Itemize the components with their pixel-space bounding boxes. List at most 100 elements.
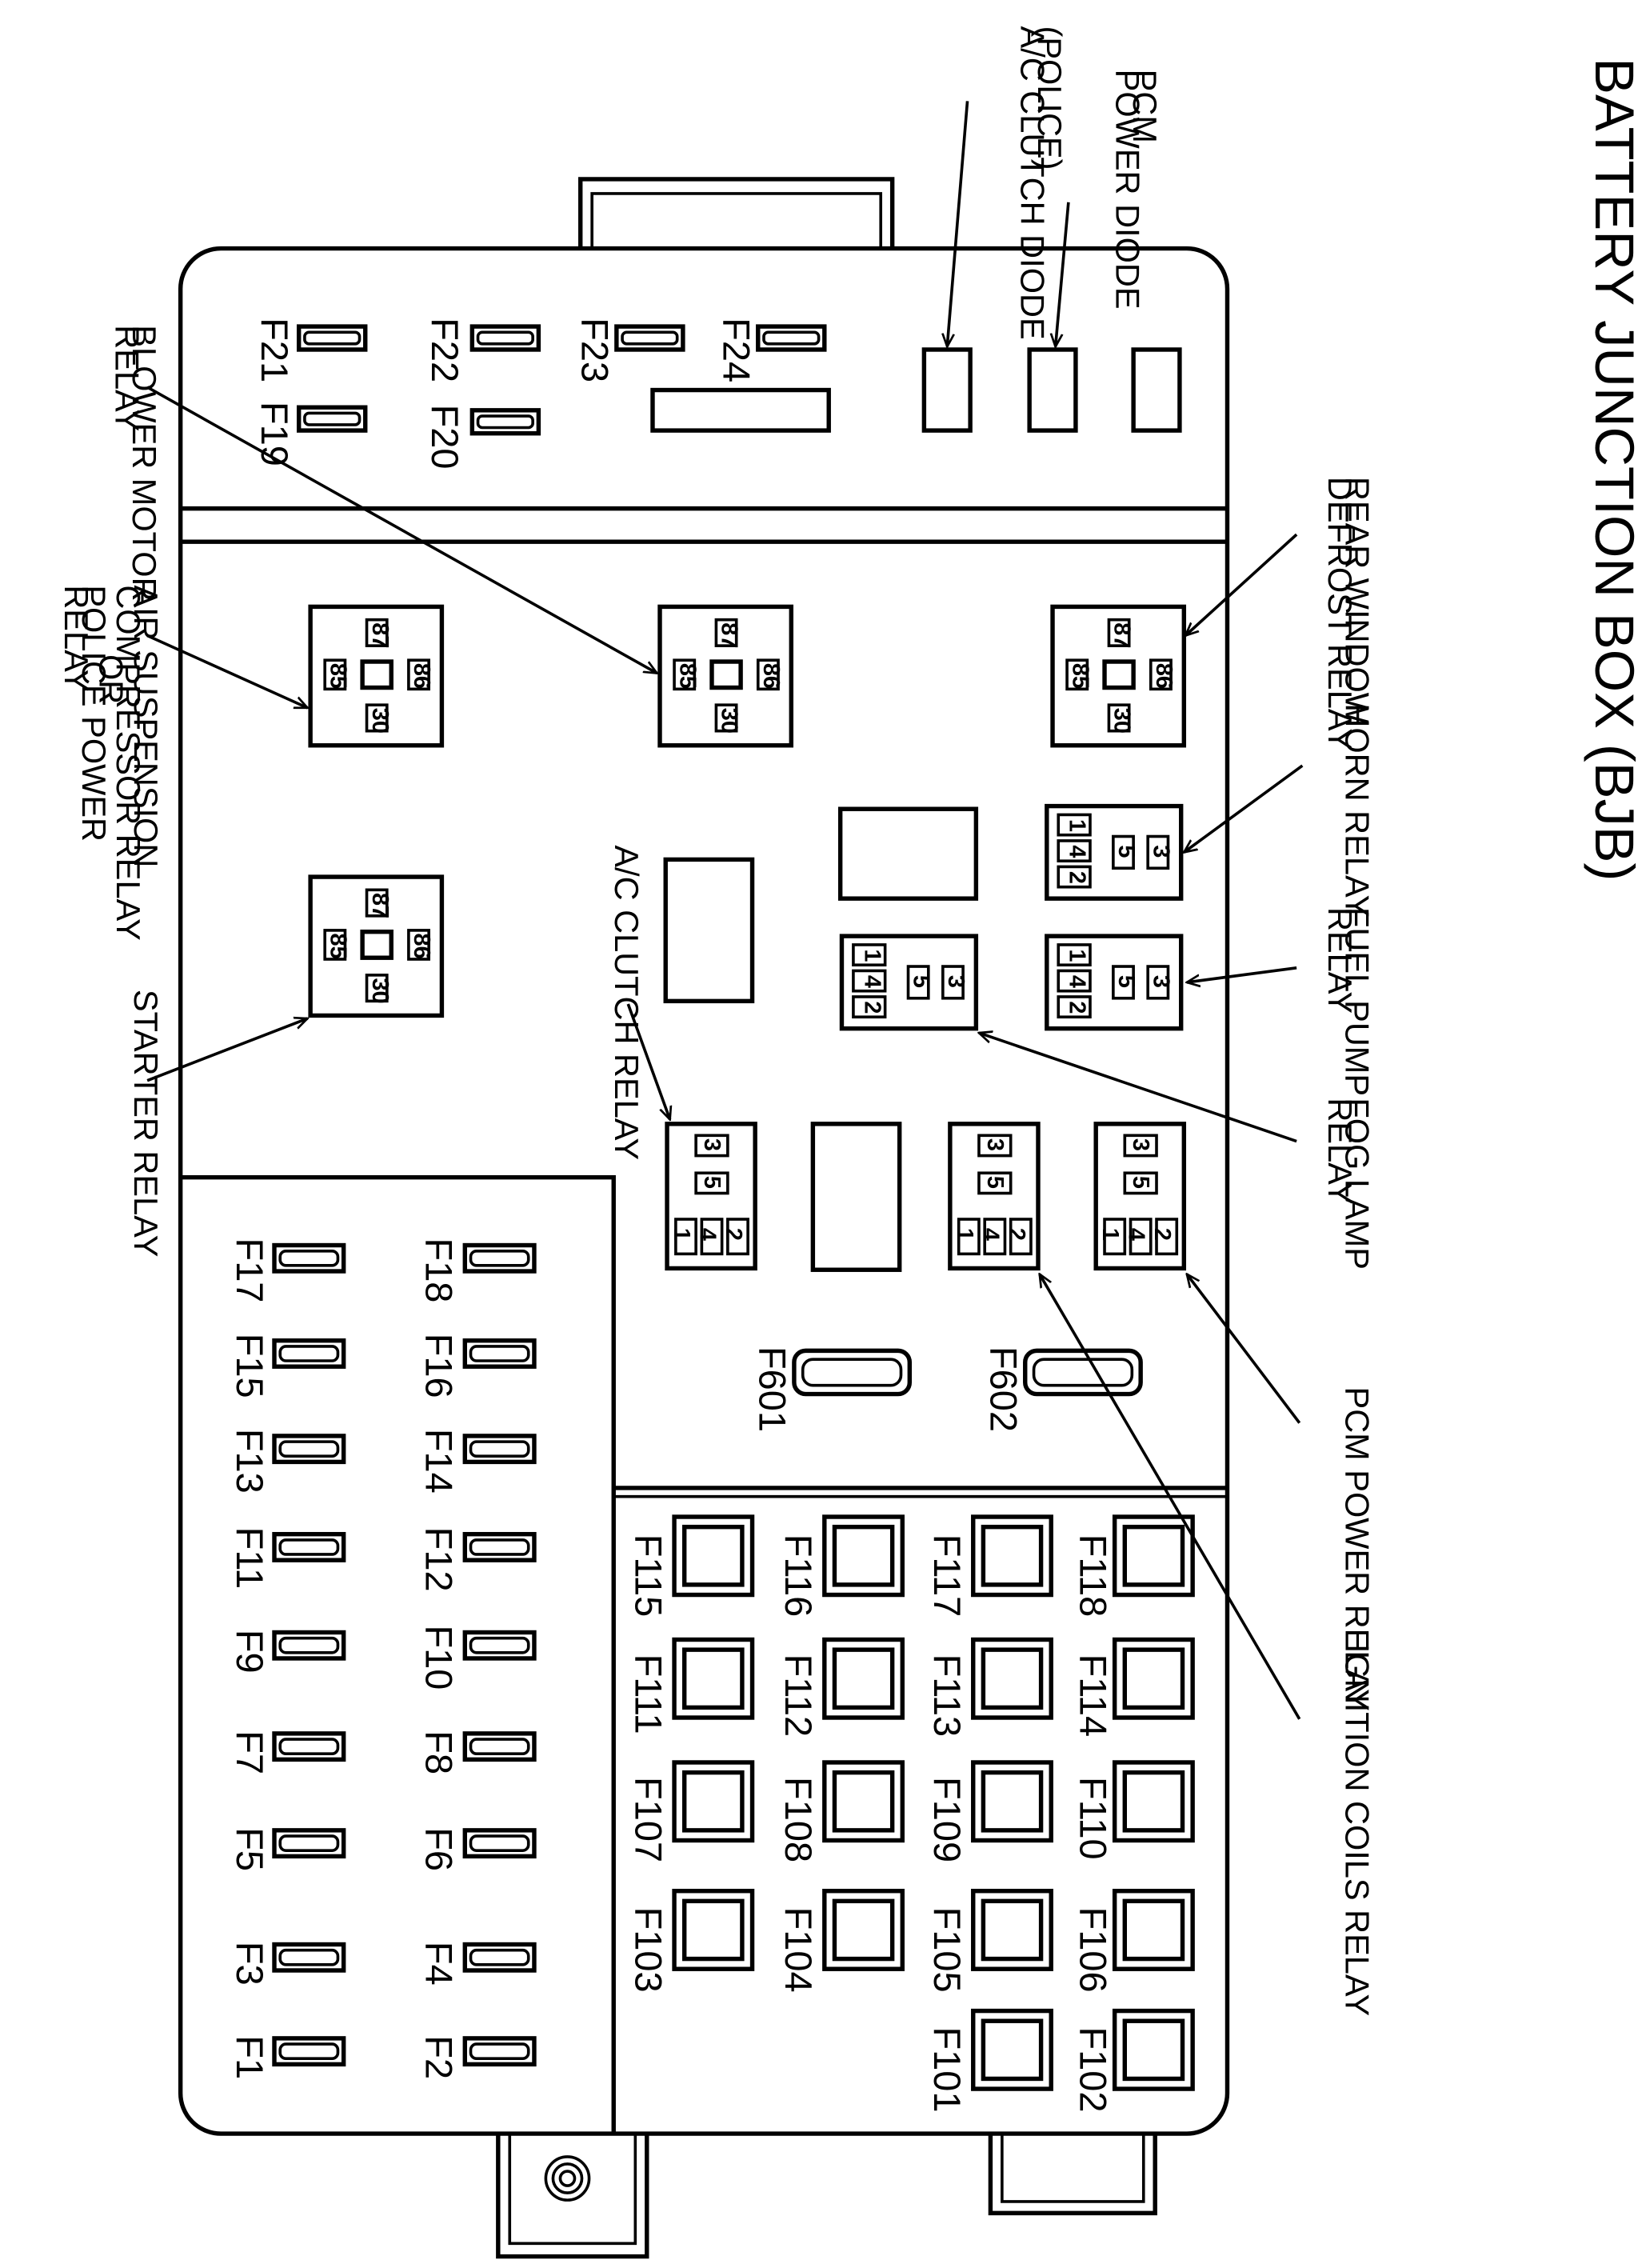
pin-4: 4 <box>1124 1228 1149 1241</box>
callout-line: DEFROST RELAY <box>1321 477 1359 750</box>
fuse-label-f106: F106 <box>1072 1907 1113 1993</box>
leader-starter <box>146 1018 307 1082</box>
fuse-label-f110: F110 <box>1072 1777 1113 1860</box>
fuse-label-f8: F8 <box>418 1730 460 1774</box>
leader-ac-clutch-relay <box>626 1003 669 1119</box>
leader-fog-lamp <box>979 1033 1297 1143</box>
fuse-label-f23: F23 <box>574 318 616 382</box>
pin-3: 3 <box>1128 1138 1153 1151</box>
pin-3: 3 <box>1148 975 1173 988</box>
fuse-label-f24: F24 <box>715 318 757 382</box>
pin-30: 30 <box>717 708 742 734</box>
pin-4: 4 <box>977 1228 1003 1241</box>
callout-rear-window-defrost: REAR WINDOW DEFROST RELAY <box>1321 477 1376 750</box>
fuse-label-f102: F102 <box>1072 2026 1113 2112</box>
pin-87: 87 <box>367 893 393 918</box>
iso-relay-starter <box>308 874 445 1018</box>
callout-fog-lamp-relay: FOG LAMP RELAY <box>1321 1098 1376 1270</box>
iso-relay-air-suspension <box>308 604 445 748</box>
leader-pcm-power-diode <box>1056 202 1070 347</box>
pin-1: 1 <box>1065 949 1090 962</box>
fuse-label-f21: F21 <box>254 318 295 382</box>
fuse-label-f108: F108 <box>777 1777 819 1862</box>
fuse-label-f15: F15 <box>229 1334 270 1398</box>
pin-87: 87 <box>1109 622 1135 648</box>
fuse-label-f115: F115 <box>627 1534 669 1618</box>
fuse-label-f10: F10 <box>418 1625 460 1690</box>
fuse-label-f118: F118 <box>1072 1534 1113 1618</box>
cartridge-fuse-array <box>672 1514 1195 2091</box>
screw-icon <box>544 2155 591 2202</box>
pin-2: 2 <box>1065 871 1090 884</box>
pin-5: 5 <box>982 1176 1008 1189</box>
callout-starter-relay: STARTER RELAY <box>127 990 165 1258</box>
callout-line: OR <box>93 654 130 704</box>
callout-fuel-pump-relay: FUEL PUMP RELAY <box>1321 907 1376 1096</box>
pin-2: 2 <box>859 1001 885 1014</box>
micro-relay-fog-lamp <box>839 934 979 1031</box>
fuse-label-f105: F105 <box>926 1907 968 1993</box>
fuse-label-f109: F109 <box>926 1777 968 1862</box>
fuse-label-f9: F9 <box>229 1630 270 1674</box>
blank-module <box>663 806 979 1272</box>
leader-air-suspension <box>146 634 307 710</box>
pin-86: 86 <box>409 934 434 959</box>
iso-relay-rear-window-defrost <box>1050 604 1187 748</box>
fuse-label-f601: F601 <box>752 1346 793 1432</box>
fuse-label-f22: F22 <box>424 318 465 382</box>
pin-30: 30 <box>367 708 393 734</box>
callout-line: A/C CLUTCH DIODE <box>1013 26 1051 340</box>
callout-ignition-coils-relay: IGNITION COILS RELAY <box>1339 1644 1376 2016</box>
fuse-label-f5: F5 <box>229 1827 270 1871</box>
leader-fuel-pump <box>1187 966 1297 982</box>
pin-87: 87 <box>367 622 393 648</box>
pin-1: 1 <box>952 1228 977 1241</box>
fuse-label-f113: F113 <box>926 1654 968 1738</box>
callout-line: COMPRESSOR RELAY <box>110 585 147 941</box>
callout-line: BLOWER MOTOR <box>126 325 163 601</box>
fuse-label-f11: F11 <box>229 1527 270 1589</box>
callout-blower-motor-relay: BLOWER MOTOR RELAY <box>108 325 163 601</box>
callout-line: RELAY <box>108 325 146 431</box>
fuse-label-f101: F101 <box>926 2026 968 2112</box>
pin-5: 5 <box>699 1176 725 1189</box>
callout-line: FUEL PUMP <box>1339 907 1376 1096</box>
pin-86: 86 <box>1151 663 1177 689</box>
pin-3: 3 <box>699 1138 725 1151</box>
pin-1: 1 <box>1065 819 1090 832</box>
fuse-label-f114: F114 <box>1072 1654 1113 1738</box>
fuse-label-f116: F116 <box>777 1534 819 1618</box>
fuse-label-f3: F3 <box>229 1942 270 1986</box>
pin-4: 4 <box>695 1228 721 1241</box>
pin-2: 2 <box>1149 1228 1175 1241</box>
callout-line: AIR SUSPENSION <box>127 585 165 867</box>
callout-air-suspension: AIR SUSPENSION COMPRESSOR RELAY OR POLIC… <box>58 585 165 941</box>
leader-rear-defrost <box>1185 533 1298 635</box>
maxi-fuse-f601 <box>792 1348 913 1397</box>
fuse-label-f1: F1 <box>229 2035 270 2079</box>
pin-86: 86 <box>409 663 434 689</box>
pin-5: 5 <box>1113 845 1139 858</box>
pin-2: 2 <box>1004 1228 1029 1241</box>
fuse-label-f111: F111 <box>627 1654 669 1734</box>
leader-ac-clutch-diode <box>947 101 969 346</box>
pin-5: 5 <box>1128 1176 1153 1189</box>
micro-relay-ac-clutch <box>665 1122 757 1271</box>
box-housing <box>178 177 1230 2259</box>
pin-4: 4 <box>1065 975 1090 988</box>
pin-30: 30 <box>367 978 393 1003</box>
fuse-label-f112: F112 <box>777 1654 819 1738</box>
micro-relay-pcm-power <box>1093 1122 1187 1271</box>
fuse-label-f13: F13 <box>229 1429 270 1494</box>
fuse-label-f18: F18 <box>418 1238 460 1303</box>
fuse-label-f19: F19 <box>254 402 295 466</box>
pin-4: 4 <box>859 975 885 988</box>
maxi-fuse-f602 <box>1023 1348 1143 1397</box>
pin-30: 30 <box>1109 708 1135 734</box>
fuse-label-f602: F602 <box>982 1346 1024 1432</box>
fuse-label-f16: F16 <box>418 1334 460 1398</box>
top-fuse-area <box>296 324 1182 436</box>
mini-fuse-array <box>272 1242 537 2067</box>
leader-lines <box>146 101 1304 1720</box>
